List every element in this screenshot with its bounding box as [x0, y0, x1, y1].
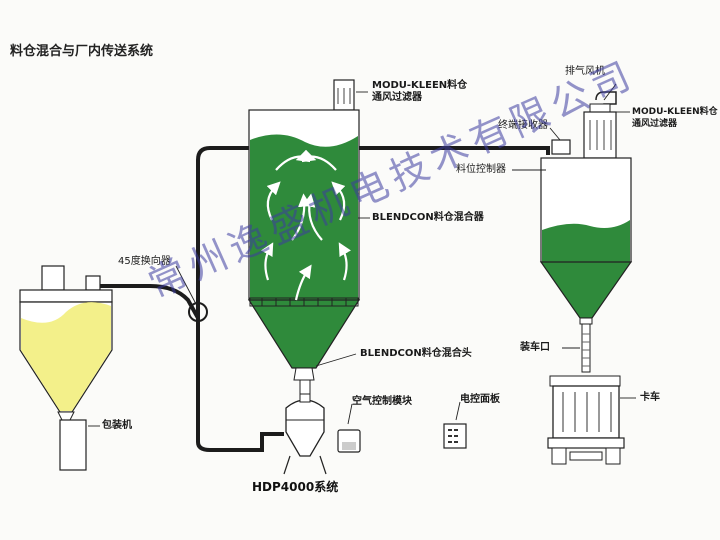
- truck: [547, 375, 625, 465]
- label-diverter-45: 45度换向器: [118, 256, 171, 267]
- label-hdp-system: HDP4000系统: [252, 480, 339, 494]
- leader-lines: [88, 83, 636, 427]
- blendcon-silo: [247, 79, 361, 395]
- label-end-receiver: 终端接收器: [498, 120, 548, 131]
- label-air-control-module: 空气控制模块: [352, 396, 412, 407]
- diverter-45-shape: [188, 302, 208, 322]
- receiving-silo: [539, 91, 633, 373]
- label-modu-kleen-right: MODU-KLEEN料仓 通风过滤器: [632, 107, 718, 129]
- packaging-machine-box: [59, 419, 87, 471]
- hdp4000-vessel: [283, 393, 327, 475]
- label-loading-port: 装车口: [520, 342, 550, 353]
- label-exhaust-fan: 排气风机: [565, 66, 605, 77]
- label-modu-kleen-left: MODU-KLEEN料仓 通风过滤器: [372, 80, 468, 103]
- page-title: 料仓混合与厂内传送系统: [10, 44, 154, 59]
- label-truck: 卡车: [640, 392, 660, 403]
- label-blendcon-blender: BLENDCON料仓混合器: [372, 212, 484, 223]
- conveying-pipeline: [96, 146, 550, 452]
- air-control-module: [337, 429, 361, 453]
- label-electric-panel: 电控面板: [460, 394, 500, 405]
- label-packaging-machine: 包装机: [102, 420, 132, 431]
- electric-panel: [443, 423, 467, 449]
- small-bin: [19, 265, 113, 471]
- label-level-control: 料位控制器: [456, 164, 506, 175]
- label-blendcon-head: BLENDCON料仓混合头: [360, 348, 472, 359]
